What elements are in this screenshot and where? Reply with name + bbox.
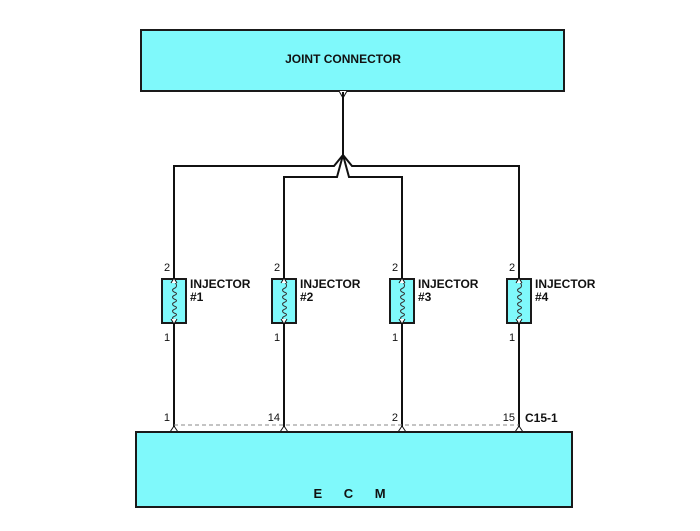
coil-icon bbox=[282, 280, 287, 321]
injector-number: #1 bbox=[190, 290, 204, 304]
joint-connector-title: JOINT CONNECTOR bbox=[285, 52, 401, 66]
injector-number: #4 bbox=[535, 290, 549, 304]
ecm-pin-icon bbox=[514, 425, 524, 433]
injector-name: INJECTOR bbox=[535, 277, 596, 291]
injector-pin-bottom: 1 bbox=[164, 332, 170, 344]
injector-number: #3 bbox=[418, 290, 432, 304]
injector-box bbox=[389, 278, 415, 324]
wire-injector-2 bbox=[283, 154, 344, 280]
pin-1-icon bbox=[170, 318, 178, 325]
ecm-pin-number: 1 bbox=[164, 412, 170, 424]
wire-injector-3 bbox=[342, 154, 403, 280]
ecm-connector-label: C15-1 bbox=[525, 411, 558, 425]
pin-1-icon bbox=[280, 318, 288, 325]
injector-pin-top: 2 bbox=[392, 262, 398, 274]
injector-name: INJECTOR bbox=[300, 277, 361, 291]
ecm-pin-number: 15 bbox=[503, 412, 515, 424]
pin-2-icon bbox=[280, 277, 288, 284]
ecm-pin-icon bbox=[169, 425, 179, 433]
injector-pin-bottom: 1 bbox=[274, 332, 280, 344]
pin-1-icon bbox=[398, 318, 406, 325]
injector-pin-top: 2 bbox=[274, 262, 280, 274]
wire-injector-1 bbox=[173, 154, 344, 280]
injector-number: #2 bbox=[300, 290, 314, 304]
joint-connector-box bbox=[140, 29, 565, 92]
ecm-title-text: E C M bbox=[313, 486, 394, 501]
pin-1-icon bbox=[515, 318, 523, 325]
injector-name: INJECTOR bbox=[418, 277, 479, 291]
ecm-box bbox=[135, 431, 573, 508]
ecm-pin-icon bbox=[279, 425, 289, 433]
pin-2-icon bbox=[170, 277, 178, 284]
coil-icon bbox=[517, 280, 522, 321]
injector-pin-top: 2 bbox=[509, 262, 515, 274]
coil-icon bbox=[400, 280, 405, 321]
ecm-pin-icon bbox=[397, 425, 407, 433]
injector-name: INJECTOR bbox=[190, 277, 251, 291]
injector-pin-bottom: 1 bbox=[392, 332, 398, 344]
wire-injector-4 bbox=[342, 154, 520, 280]
injector-pin-bottom: 1 bbox=[509, 332, 515, 344]
pin-2-icon bbox=[515, 277, 523, 284]
coil-icon bbox=[172, 280, 177, 321]
ecm-pin-number: 14 bbox=[268, 412, 280, 424]
injector-pin-top: 2 bbox=[164, 262, 170, 274]
ecm-pin-number: 2 bbox=[392, 412, 398, 424]
ecm-title: E C M bbox=[313, 486, 394, 501]
pin-2-icon bbox=[398, 277, 406, 284]
branch-wires bbox=[173, 92, 520, 280]
